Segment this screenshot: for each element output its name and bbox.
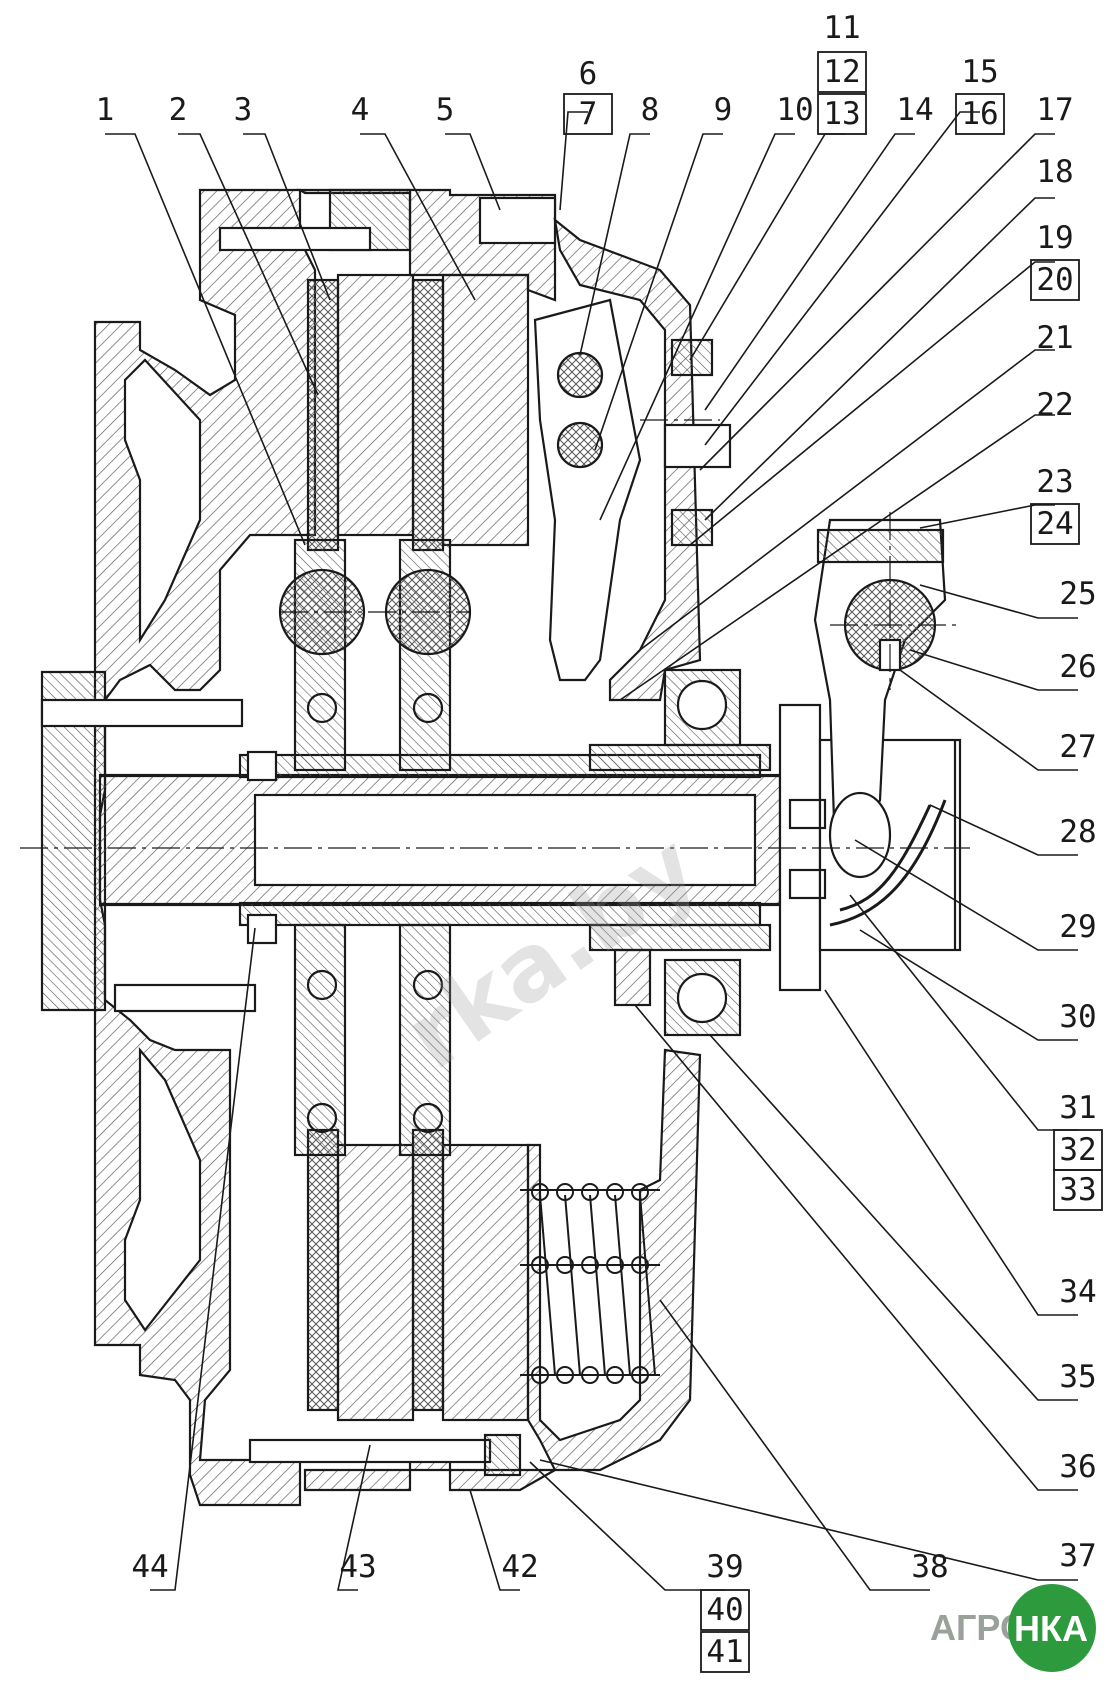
hub-sleeve-lower: [238, 901, 762, 927]
intermediate-plate-upper: [441, 273, 530, 547]
callout-18: 18: [1036, 154, 1073, 190]
callout-box-20: [1030, 259, 1080, 301]
housing-cavity-lower: [123, 1046, 202, 1332]
bottom-bolt: [248, 1438, 492, 1464]
fork-clamp-bolt: [816, 528, 945, 564]
flange-bolt-lower: [113, 983, 257, 1013]
callout-28: 28: [1059, 814, 1096, 850]
lever-pin-lower: [556, 421, 604, 469]
disc-hub-1-lower: [293, 923, 347, 1157]
callout-14: 14: [896, 92, 933, 128]
callout-5: 5: [436, 92, 455, 128]
bearing-ball-upper: [676, 679, 728, 731]
pressure-springs: [520, 1183, 660, 1384]
housing-cavity-upper: [123, 358, 202, 644]
callout-37: 37: [1059, 1538, 1096, 1574]
callout-43: 43: [339, 1549, 376, 1585]
callout-13: 13: [823, 96, 860, 132]
agronka-logo: АГРО НКА: [930, 1584, 1096, 1672]
callout-box-12: [817, 51, 867, 93]
callout-31: 31: [1059, 1090, 1096, 1126]
callout-box-33: [1053, 1169, 1103, 1211]
shaft-bore: [253, 793, 757, 887]
callout-26: 26: [1059, 649, 1096, 685]
callout-20: 20: [1036, 262, 1073, 298]
friction-disc-1-lower: [306, 1128, 340, 1412]
callout-19: 19: [1036, 220, 1073, 256]
callout-25: 25: [1059, 576, 1096, 612]
fork-roller: [828, 791, 892, 879]
callout-30: 30: [1059, 999, 1096, 1035]
callout-22: 22: [1036, 387, 1073, 423]
callout-3: 3: [234, 92, 253, 128]
callout-29: 29: [1059, 909, 1096, 945]
callout-12: 12: [823, 54, 860, 90]
callout-11: 11: [823, 10, 860, 46]
top-bolt: [218, 226, 372, 252]
pin-bolt-lower: [788, 868, 827, 900]
callout-1: 1: [96, 92, 115, 128]
centre-lines: [20, 419, 970, 849]
callout-box-7: [563, 93, 613, 135]
spring-wire-2: [829, 799, 947, 927]
friction-disc-2-lower: [411, 1128, 445, 1412]
bearing-ball-lower: [676, 972, 728, 1024]
nut-lower: [670, 508, 714, 547]
callout-23: 23: [1036, 464, 1073, 500]
callout-38: 38: [911, 1549, 948, 1585]
section-geometry: [40, 188, 962, 1507]
adjust-bolt: [663, 423, 732, 469]
callout-2: 2: [169, 92, 188, 128]
callout-8: 8: [641, 92, 660, 128]
callout-9: 9: [714, 92, 733, 128]
callout-17: 17: [1036, 92, 1073, 128]
callout-4: 4: [351, 92, 370, 128]
callout-35: 35: [1059, 1359, 1096, 1395]
flange-bolt-upper: [40, 698, 244, 728]
leader-lines: [105, 111, 1078, 1591]
callout-15: 15: [961, 54, 998, 90]
pin-bolt-upper: [788, 798, 827, 830]
logo-text-nka: НКА: [1014, 1608, 1088, 1649]
bearing-sleeve-lower: [588, 923, 772, 952]
callout-40: 40: [706, 1592, 743, 1628]
pressure-plate-upper: [336, 273, 415, 537]
friction-disc-1-upper: [306, 278, 340, 552]
callout-21: 21: [1036, 320, 1073, 356]
friction-disc-2-upper: [411, 278, 445, 552]
callout-33: 33: [1059, 1172, 1096, 1208]
callout-box-24: [1030, 503, 1080, 545]
callout-box-40: [700, 1589, 750, 1631]
callout-41: 41: [706, 1634, 743, 1670]
cover-bolt-head: [478, 196, 557, 245]
spacer-block: [613, 948, 652, 1007]
bearing-sleeve: [588, 743, 772, 772]
callout-39: 39: [706, 1549, 743, 1585]
logo-circle: [1008, 1584, 1096, 1672]
callout-36: 36: [1059, 1449, 1096, 1485]
pressure-plate-lower: [336, 1143, 415, 1422]
callout-6: 6: [579, 56, 598, 92]
spring-wire: [839, 804, 932, 912]
callout-16: 16: [961, 96, 998, 132]
callout-34: 34: [1059, 1274, 1096, 1310]
callout-24: 24: [1036, 506, 1073, 542]
bottom-bolt-head: [483, 1433, 522, 1477]
callout-44: 44: [131, 1549, 168, 1585]
grease-fitting-lower: [246, 913, 278, 945]
intermediate-plate-lower: [441, 1143, 530, 1422]
grease-fitting-upper: [246, 750, 278, 782]
callout-box-13: [817, 93, 867, 135]
callout-box-16: [955, 93, 1005, 135]
lower-housing: [303, 1048, 702, 1492]
callout-7: 7: [579, 96, 598, 132]
callout-27: 27: [1059, 729, 1096, 765]
callout-10: 10: [776, 92, 813, 128]
callout-32: 32: [1059, 1132, 1096, 1168]
callout-box-41: [700, 1631, 750, 1673]
callout-42: 42: [501, 1549, 538, 1585]
lever-pin-upper: [556, 351, 604, 399]
